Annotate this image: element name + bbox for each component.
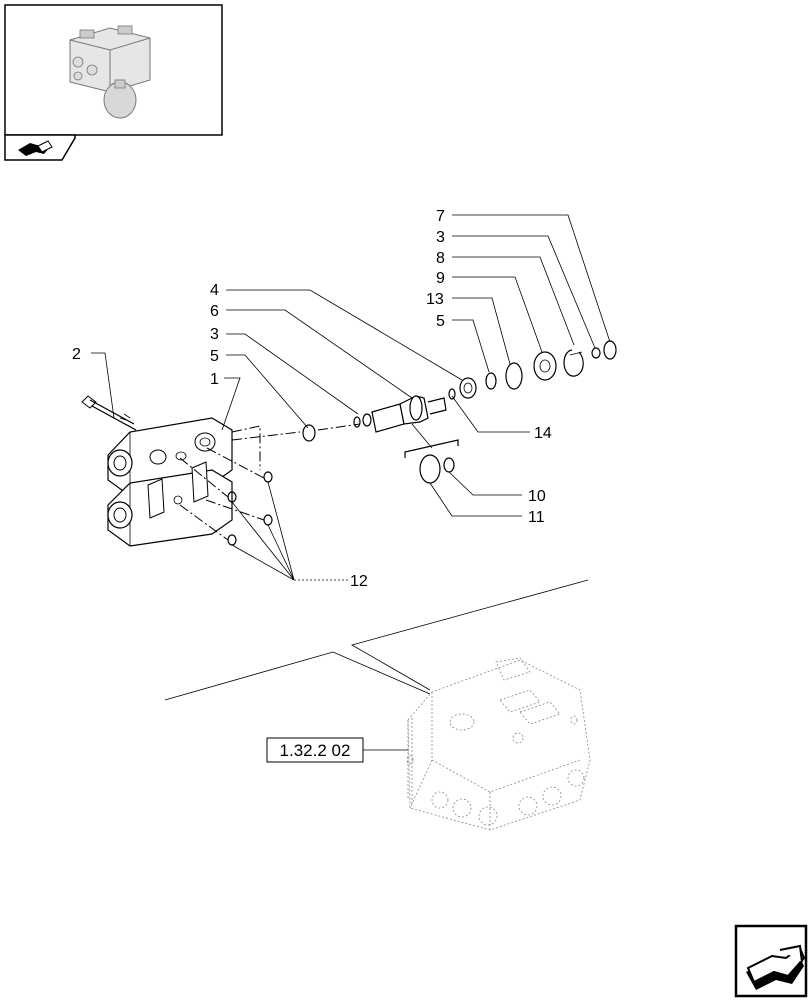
label-part-7: 7 xyxy=(436,208,445,225)
reference-link-1-32-2-02[interactable]: 1.32.2 02 xyxy=(266,737,364,763)
small-ring-part-3-right xyxy=(591,347,601,359)
label-part-5-left: 5 xyxy=(210,348,219,365)
label-part-10: 10 xyxy=(528,488,546,505)
small-ring-part-3-left xyxy=(353,413,372,428)
label-part-9: 9 xyxy=(436,270,445,287)
nav-arrow-icon[interactable] xyxy=(18,140,53,156)
leader-lines xyxy=(91,214,611,581)
reference-assembly-ghost xyxy=(406,657,591,831)
clip-part-8 xyxy=(563,349,584,377)
callout-lines xyxy=(164,579,589,701)
bolt-part-2 xyxy=(81,395,137,431)
assembly-thumbnail[interactable] xyxy=(4,4,223,161)
seal-ring-part-14 xyxy=(448,388,456,400)
seal-ring-part-5-left xyxy=(302,424,316,442)
spool-part-6 xyxy=(371,395,447,433)
seal-ring-part-5-right xyxy=(485,372,497,390)
label-part-13: 13 xyxy=(426,291,444,308)
label-part-5-right: 5 xyxy=(436,313,445,330)
valve-body-part-1 xyxy=(107,417,261,547)
label-part-1: 1 xyxy=(210,371,219,388)
label-part-3-left: 3 xyxy=(210,326,219,343)
next-page-arrow-icon[interactable] xyxy=(734,924,808,998)
ring-part-7 xyxy=(603,340,617,360)
label-part-8: 8 xyxy=(436,250,445,267)
label-part-14: 14 xyxy=(534,425,552,442)
label-part-11: 11 xyxy=(528,509,545,526)
label-part-12: 12 xyxy=(350,573,368,590)
thumbnail-assembly-icon xyxy=(69,25,151,119)
alternative-rings-parts-10-11 xyxy=(404,423,459,484)
label-part-6: 6 xyxy=(210,303,219,320)
label-part-4: 4 xyxy=(210,282,219,299)
ring-part-9 xyxy=(505,362,523,390)
label-part-3-right: 3 xyxy=(436,229,445,246)
label-part-2: 2 xyxy=(72,346,81,363)
washer-part-4 xyxy=(459,377,477,399)
spring-cap-part-13 xyxy=(533,351,557,381)
reference-code: 1.32.2 02 xyxy=(280,741,351,760)
